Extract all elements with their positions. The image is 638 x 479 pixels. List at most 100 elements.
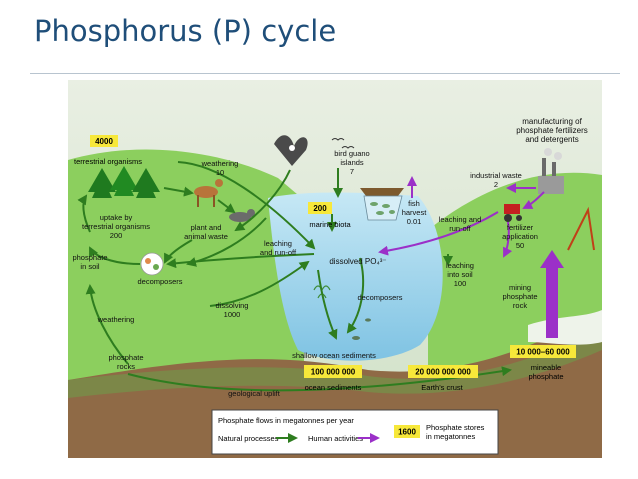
store-box-marine — [308, 202, 332, 214]
value-uptake: 200 — [110, 231, 123, 240]
label-uptake-1: uptake by — [100, 213, 133, 222]
label-leaching-left-2: and run-off — [260, 248, 297, 257]
decomposers-icon — [140, 252, 164, 276]
label-phosphate-rocks-2: rocks — [117, 362, 135, 371]
arrow-decomposers-sea — [346, 257, 365, 334]
legend-store-value: 1600 — [398, 428, 416, 437]
human-flow-arrows — [378, 176, 545, 258]
arrow-biota-to-sediments — [317, 269, 338, 340]
store-label-mineable-2: phosphate — [528, 372, 563, 381]
label-decomposers-land: decomposers — [137, 277, 182, 286]
store-label-mineable-1: mineable — [531, 363, 561, 372]
label-decomposers-sea: decomposers — [357, 293, 402, 302]
label-geological-uplift: geological uplift — [228, 389, 281, 398]
ground-band — [68, 330, 602, 398]
arrow-trees-to-deer — [163, 186, 194, 197]
arrow-soil-to-organisms — [77, 194, 91, 233]
tractor-icon — [504, 204, 522, 222]
arrow-fertilizer-leaching — [503, 221, 513, 258]
store-box-mineable — [510, 345, 576, 358]
legend-store-label-2: in megatonnes — [426, 432, 475, 441]
label-fish-harvest-1: fish — [408, 199, 420, 208]
label-shallow-sediments: shallow ocean sediments — [292, 351, 376, 360]
store-label-marine: marine biota — [309, 220, 351, 229]
label-mining-2: phosphate — [502, 292, 537, 301]
arrow-waste-to-decomposers — [164, 239, 193, 264]
store-box-earths-crust — [408, 365, 478, 378]
label-manufacturing-2: phosphate fertilizers — [516, 126, 588, 135]
wolf-icon — [229, 209, 255, 222]
label-phosphate-soil-1: phosphate — [72, 253, 107, 262]
store-label-ocean-sediments: ocean sediments — [305, 383, 362, 392]
store-box-terrestrial — [90, 135, 118, 147]
arrow-rocks-weathering — [85, 284, 129, 365]
value-dissolving: 1000 — [224, 310, 241, 319]
arrow-fertilizer-to-dissolved — [378, 211, 499, 256]
arrow-factory-to-fertilizer — [522, 191, 545, 209]
slide-title: Phosphorus (P) cycle — [34, 14, 337, 48]
arrow-leaching-to-decomposers — [166, 253, 315, 269]
eagle-icon — [274, 135, 308, 166]
label-weathering-top: weathering — [201, 159, 239, 168]
arrow-leaching-left — [186, 217, 267, 267]
label-leaching-right-1: leaching and — [439, 215, 482, 224]
tree-icon-group — [88, 166, 160, 198]
mining-crane-icon — [567, 206, 595, 251]
label-dissolved-po4: dissolved PO₄³⁻ — [329, 257, 386, 266]
legend-store-label-1: Phosphate stores — [426, 423, 485, 432]
label-phosphate-rocks-1: phosphate — [108, 353, 143, 362]
label-dissolving: dissolving — [216, 301, 249, 310]
label-fish-harvest-2: harvest — [402, 208, 428, 217]
label-bird-guano-2: islands — [340, 158, 364, 167]
arrow-weathering-to-dissolved — [177, 161, 316, 250]
label-plant-waste-2: animal waste — [184, 232, 228, 241]
value-fish-harvest: 0.01 — [407, 217, 422, 226]
ocean — [268, 192, 443, 361]
legend-natural-label: Natural processes — [218, 434, 279, 443]
title-divider — [30, 73, 620, 74]
store-label-earths-crust: Earth's crust — [421, 383, 463, 392]
label-weathering-left: weathering — [97, 315, 135, 324]
label-mining-1: mining — [509, 283, 531, 292]
label-manufacturing-1: manufacturing of — [522, 117, 582, 126]
phosphorus-cycle-diagram: 4000 terrestrial organisms 200 marine bi… — [68, 80, 602, 458]
label-leaching-right-2: run-off — [449, 224, 471, 233]
legend: Phosphate flows in megatonnes per year N… — [211, 409, 499, 455]
label-fertilizer-1: fertilizer — [507, 223, 534, 232]
store-value-marine: 200 — [313, 204, 327, 213]
label-industrial-waste: industrial waste — [470, 171, 522, 180]
store-label-terrestrial: terrestrial organisms — [74, 157, 142, 166]
label-leaching-left-1: leaching — [264, 239, 292, 248]
arrow-eagle-to-waste — [234, 169, 291, 232]
value-leaching-soil: 100 — [454, 279, 467, 288]
factory-icon — [538, 148, 564, 194]
legend-heading: Phosphate flows in megatonnes per year — [218, 416, 354, 425]
label-plant-waste-1: plant and — [191, 223, 222, 232]
label-uptake-2: terrestrial organisms — [82, 222, 150, 231]
marine-fish-icon — [352, 318, 371, 340]
arrow-decomposers-to-soil — [89, 246, 141, 265]
label-phosphate-soil-2: in soil — [80, 262, 100, 271]
deer-icon — [194, 179, 223, 207]
label-leaching-soil-1: leaching — [446, 261, 474, 270]
label-manufacturing-3: and detergents — [525, 135, 578, 144]
value-bird-guano: 7 — [350, 167, 354, 176]
store-value-mineable: 10 000–60 000 — [516, 348, 570, 357]
label-mining-3: rock — [513, 301, 527, 310]
label-bird-guano-1: bird guano — [334, 149, 369, 158]
store-value-earths-crust: 20 000 000 000 — [415, 368, 471, 377]
fishing-boat-icon — [360, 188, 404, 221]
arrow-dissolving — [209, 260, 310, 307]
value-industrial-waste: 2 — [494, 180, 498, 189]
legend-store-box — [394, 425, 420, 438]
label-fertilizer-2: application — [502, 232, 538, 241]
store-box-ocean-sediments — [304, 365, 362, 378]
legend-human-label: Human activities — [308, 434, 363, 443]
label-leaching-soil-2: into soil — [447, 270, 473, 279]
store-value-ocean-sediments: 100 000 000 — [311, 368, 356, 377]
birds-icon — [331, 138, 355, 149]
value-fertilizer: 50 — [516, 241, 524, 250]
arrow-deer-to-wolf — [217, 199, 236, 214]
mining-arrow — [540, 250, 564, 338]
store-value-terrestrial: 4000 — [95, 137, 113, 146]
